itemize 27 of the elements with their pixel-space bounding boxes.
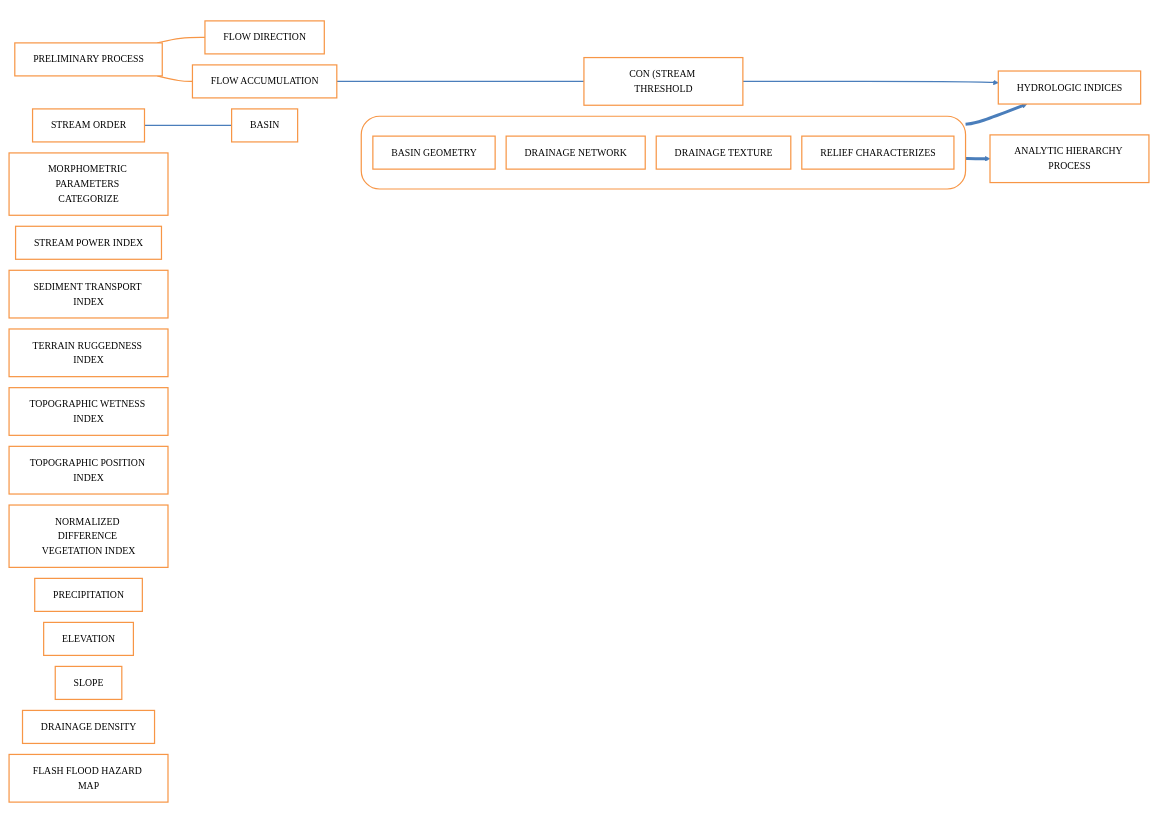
node-box: FLOW ACCUMULATION [191, 63, 337, 98]
node-box: ANALYTIC HIERARCHY PROCESS [988, 133, 1150, 183]
node-box: BASIN [230, 107, 298, 143]
cluster [360, 115, 966, 190]
node-box: STREAM ORDER [31, 107, 145, 143]
node-box: DRAINAGE TEXTURE [655, 135, 791, 170]
node-box: FLASH FLOOD HAZARD MAP [7, 753, 169, 803]
node-box: ELEVATION [42, 621, 134, 656]
arrow [965, 155, 990, 161]
node-box: BASIN GEOMETRY [371, 135, 496, 170]
node-box: SEDIMENT TRANSPORT INDEX [7, 269, 169, 319]
node-box: TOPOGRAPHIC POSITION INDEX [7, 445, 169, 495]
node-box: TOPOGRAPHIC WETNESS INDEX [7, 386, 169, 436]
arrow [964, 102, 1027, 126]
node-box: NORMALIZED DIFFERENCE VEGETATION INDEX [7, 503, 169, 568]
node-box: SLOPE [54, 665, 122, 700]
node-box: TERRAIN RUGGEDNESS INDEX [7, 327, 169, 377]
node-box: STREAM POWER INDEX [14, 225, 162, 260]
node-box: DRAINAGE DENSITY [21, 709, 155, 744]
node-box: RELIEF CHARACTERIZES [800, 135, 955, 170]
node-box: DRAINAGE NETWORK [505, 135, 646, 170]
node-box: MORPHOMETRIC PARAMETERS CATEGORIZE [7, 151, 169, 216]
node-box: HYDROLOGIC INDICES [997, 69, 1141, 105]
node-box: FLOW DIRECTION [203, 19, 325, 54]
node-box: PRELIMINARY PROCESS [13, 41, 163, 76]
node-box: CON (STREAM THRESHOLD [582, 56, 743, 106]
node-box: PRECIPITATION [33, 577, 143, 612]
